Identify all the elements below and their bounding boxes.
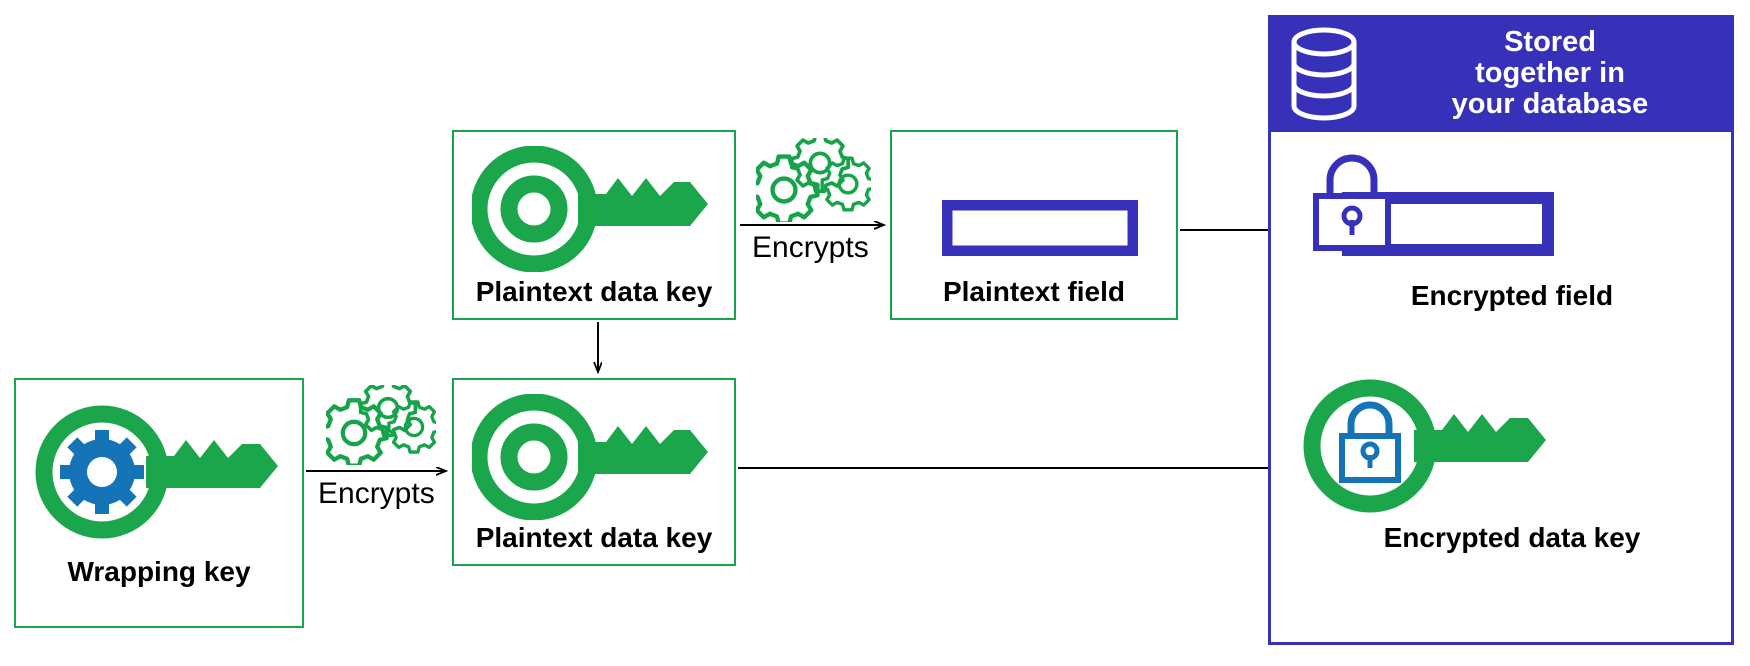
database-icon — [1286, 24, 1362, 124]
node-plaintext-data-key-bottom[interactable]: Plaintext data key — [452, 378, 736, 566]
node-label-encrypted-field: Encrypted field — [1410, 280, 1614, 311]
database-header-text: Stored together in your database — [1376, 25, 1724, 121]
node-wrapping-key[interactable]: Wrapping key — [14, 378, 304, 628]
edge-label-encrypts-datakey: Encrypts — [752, 231, 869, 264]
node-label-encrypted-data-key: Encrypted data key — [1383, 522, 1641, 553]
node-encrypted-data-key[interactable]: Encrypted data key — [1292, 370, 1732, 570]
key-with-lock-icon — [1302, 376, 1558, 516]
node-label-wrapping-key: Wrapping key — [67, 556, 251, 587]
field-rectangle-icon — [942, 200, 1138, 256]
locked-field-icon — [1308, 138, 1558, 268]
gears-icon-datakey-encrypts — [756, 138, 871, 222]
node-plaintext-field[interactable]: Plaintext field — [890, 130, 1178, 320]
node-label-plaintext-data-key-bottom: Plaintext data key — [475, 522, 713, 553]
database-header: Stored together in your database — [1268, 15, 1734, 132]
node-encrypted-field[interactable]: Encrypted field — [1292, 132, 1732, 328]
node-plaintext-data-key-top[interactable]: Plaintext data key — [452, 130, 736, 320]
node-label-plaintext-field: Plaintext field — [942, 276, 1126, 307]
database-header-line-1: Stored — [1504, 25, 1596, 58]
key-icon-top — [472, 146, 722, 272]
edge-label-encrypts-wrapping: Encrypts — [318, 477, 435, 510]
key-with-gear-icon — [34, 402, 290, 542]
gears-icon-wrapping-encrypts — [326, 385, 436, 465]
database-header-line-2: together in — [1475, 56, 1625, 89]
database-header-line-3: your database — [1451, 88, 1649, 121]
node-label-plaintext-data-key-top: Plaintext data key — [475, 276, 713, 307]
key-icon-bottom — [472, 394, 722, 520]
